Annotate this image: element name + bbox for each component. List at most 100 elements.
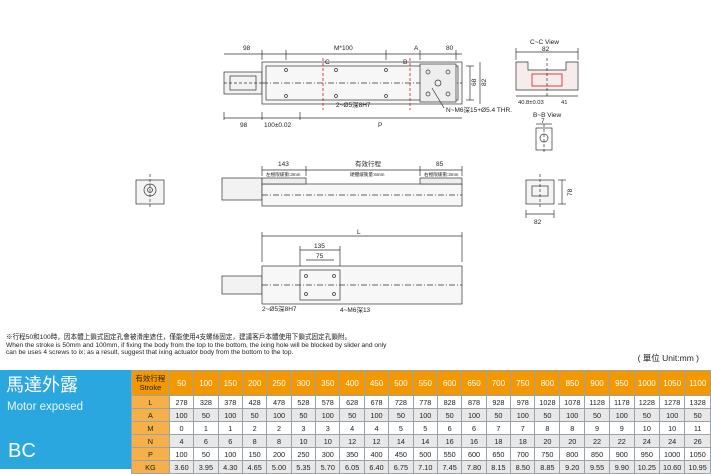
dim-143: 143: [278, 161, 289, 168]
table-cell: 6.40: [363, 460, 390, 474]
stroke-header-cell: 550: [412, 370, 438, 396]
table-cell: 1078: [559, 395, 586, 409]
end-dim-82: 82: [534, 219, 542, 226]
table-cell: 9.20: [559, 460, 586, 474]
table-cell: 850: [584, 447, 610, 461]
row-label: KG: [131, 460, 170, 474]
table-cell: 1228: [633, 395, 661, 409]
table-cell: 20: [534, 434, 561, 448]
table-cell: 8.15: [485, 460, 512, 474]
dim-p: P: [378, 122, 382, 129]
table-cell: 100: [412, 408, 438, 422]
bb-view-title: B~B View: [533, 112, 562, 119]
row-label: L: [131, 395, 170, 409]
bottom-thread-note: 4~M6深13: [340, 305, 371, 314]
table-cell: 900: [608, 447, 635, 461]
table-cell: 750: [534, 447, 561, 461]
table-cell: 6: [193, 434, 219, 448]
table-cell: 5.35: [290, 460, 317, 474]
table-cell: 7.80: [461, 460, 487, 474]
top-thread-note: N~M6深15+Ø5.4 THR.: [446, 105, 512, 114]
bb-dim-7: 7: [541, 118, 545, 125]
section-b-label: B: [403, 59, 407, 66]
table-cell: 700: [510, 447, 536, 461]
dim-85: 85: [436, 161, 444, 168]
table-cell: 10: [658, 421, 686, 435]
table-cell: 6: [217, 434, 243, 448]
table-cell: 7: [510, 421, 536, 435]
stroke-header-cell: 150: [217, 370, 243, 396]
dim-68: 68: [471, 78, 478, 86]
unit-label: ( 單位 Unit:mm ): [637, 353, 699, 363]
bottom-view: [221, 232, 463, 305]
model-subtitle: Motor exposed: [7, 401, 84, 413]
table-cell: 100: [315, 408, 341, 422]
table-cell: 5.70: [315, 460, 341, 474]
table-cell: 50: [388, 408, 414, 422]
table-cell: 50: [684, 408, 711, 422]
table-cell: 22: [584, 434, 610, 448]
row-label: N: [131, 434, 170, 448]
stroke-header-cell: 800: [534, 370, 561, 396]
table-cell: 6: [461, 421, 487, 435]
table-cell: 18: [485, 434, 512, 448]
table-cell: 9: [584, 421, 610, 435]
stroke-header-cell: 850: [559, 370, 586, 396]
table-cell: 7.10: [412, 460, 438, 474]
cc-dim-82: 82: [542, 46, 550, 53]
stroke-header-cell: 400: [339, 370, 365, 396]
dim-80: 80: [446, 45, 454, 52]
table-cell: 350: [339, 447, 365, 461]
table-cell: 828: [436, 395, 463, 409]
table-cell: 6: [436, 421, 463, 435]
table-cell: 50: [534, 408, 561, 422]
stroke-header-cell: 350: [315, 370, 341, 396]
table-cell: 1328: [684, 395, 711, 409]
table-cell: 8: [266, 434, 292, 448]
stroke-header-cell: 300: [290, 370, 317, 396]
row-label: A: [131, 408, 170, 422]
dim-a: A: [414, 45, 419, 52]
table-cell: 0: [168, 421, 195, 435]
row-label: M: [131, 421, 170, 435]
table-cell: 6.05: [339, 460, 365, 474]
model-panel: 馬達外露 Motor exposed BC: [0, 370, 131, 469]
effective-stroke-label: 有效行程: [355, 159, 382, 168]
table-cell: 14: [412, 434, 438, 448]
table-cell: 200: [266, 447, 292, 461]
stroke-header-cell: 1050: [658, 370, 686, 396]
model-code: BC: [8, 440, 36, 462]
stroke-header-cell: 200: [241, 370, 268, 396]
table-cell: 650: [485, 447, 512, 461]
table-cell: 12: [339, 434, 365, 448]
section-c-label: C: [325, 59, 330, 66]
table-cell: 800: [559, 447, 586, 461]
table-cell: 950: [633, 447, 661, 461]
table-cell: 1000: [658, 447, 686, 461]
table-cell: 50: [633, 408, 661, 422]
table-cell: 50: [584, 408, 610, 422]
table-cell: 8: [559, 421, 586, 435]
table-cell: 928: [485, 395, 512, 409]
stroke-header-cell: 1100: [684, 370, 711, 396]
table-cell: 16: [436, 434, 463, 448]
dim-82: 82: [481, 78, 488, 86]
table-cell: 50: [193, 408, 219, 422]
table-cell: 9.55: [584, 460, 610, 474]
table-cell: 100: [168, 408, 195, 422]
model-title: 馬達外露: [6, 375, 78, 396]
table-cell: 10.60: [658, 460, 686, 474]
dim-98-bottom: 98: [240, 122, 248, 129]
table-cell: 100: [266, 408, 292, 422]
stroke-header-cell: 1000: [633, 370, 661, 396]
table-cell: 778: [412, 395, 438, 409]
table-cell: 8: [534, 421, 561, 435]
table-cell: 22: [608, 434, 635, 448]
table-cell: 628: [339, 395, 365, 409]
table-cell: 14: [388, 434, 414, 448]
end-view-left: [135, 174, 165, 208]
